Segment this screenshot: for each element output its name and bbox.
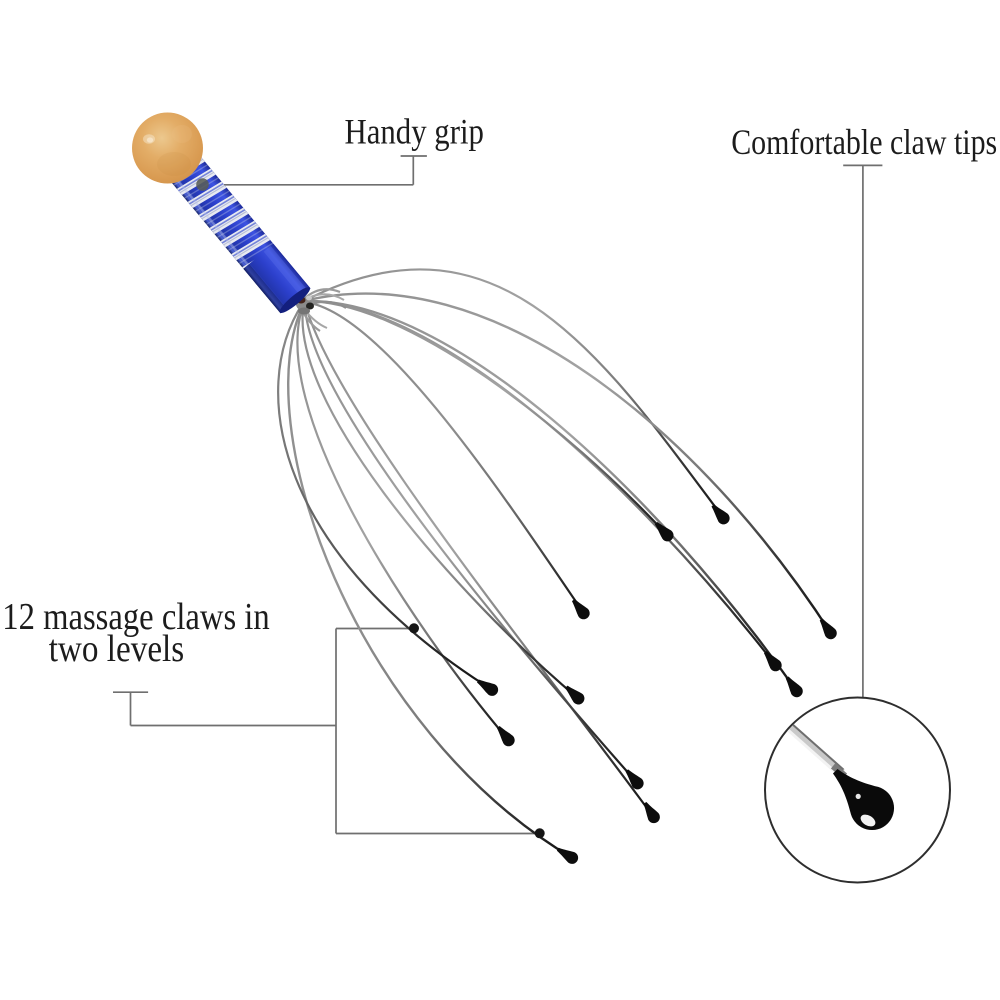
svg-text:12 massage claws in: 12 massage claws in xyxy=(2,596,269,638)
svg-text:Handy grip: Handy grip xyxy=(345,111,484,151)
svg-text:Comfortable claw tips: Comfortable claw tips xyxy=(731,122,997,162)
svg-text:two levels: two levels xyxy=(49,628,185,670)
